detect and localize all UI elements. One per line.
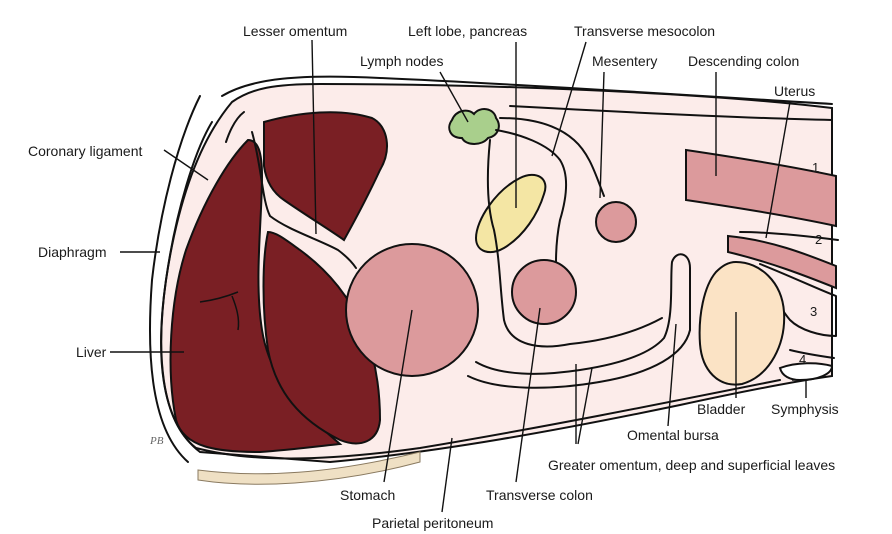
leader-parietal-peritoneum (441, 437, 453, 513)
leader-omental-bursa (667, 323, 677, 427)
liver-caudate-lobe (262, 230, 382, 445)
label-uterus: Uterus (774, 83, 815, 99)
pancreas (474, 173, 547, 254)
leader-mesentery (599, 71, 605, 199)
label-left-lobe-pancreas: Left lobe, pancreas (408, 23, 527, 39)
leader-lymph-nodes (439, 71, 469, 123)
leader-stomach (383, 309, 413, 483)
label-diaphragm: Diaphragm (38, 244, 106, 260)
uterus-upper-wall (509, 105, 833, 121)
label-descending-colon: Descending colon (688, 53, 799, 69)
label-stomach: Stomach (340, 487, 395, 503)
parietal-peritoneum-line (195, 379, 781, 460)
leader-coronary-ligament (163, 149, 209, 181)
region-2-pouch (739, 231, 839, 241)
skin-layer (197, 451, 421, 485)
label-omental-bursa: Omental bursa (627, 427, 719, 443)
transverse-mesocolon-line (495, 129, 568, 263)
region-number-3: 3 (810, 304, 817, 319)
region-number-2: 2 (815, 232, 822, 247)
label-coronary-ligament: Coronary ligament (28, 143, 142, 159)
diaphragm-inner-wall (160, 121, 213, 449)
leader-lesser-omentum (311, 39, 317, 235)
region-4-line (789, 349, 835, 359)
label-parietal-peritoneum: Parietal peritoneum (372, 515, 493, 531)
descending-colon (685, 148, 837, 228)
greater-omentum-superficial (467, 329, 691, 389)
label-bladder: Bladder (697, 401, 746, 417)
coronary-ligament-line (225, 111, 245, 143)
symphysis (778, 362, 834, 382)
body-wall-outer (148, 95, 201, 463)
leader-uterus (765, 101, 791, 239)
label-symphysis: Symphysis (771, 401, 839, 417)
leader-transverse-mesocolon (551, 41, 587, 157)
artist-signature: PB (149, 435, 164, 447)
label-mesentery: Mesentery (592, 53, 657, 69)
uterus (727, 234, 837, 290)
omental-bursa-loop (486, 139, 663, 348)
greater-omentum-deep (475, 253, 691, 375)
leader-transverse-colon (515, 307, 541, 483)
mesentery-loop (595, 201, 637, 243)
leader-symphysis (792, 379, 807, 398)
mesentery-line (499, 117, 605, 197)
liver-fissure (199, 291, 240, 331)
diaphragm-wall (221, 75, 833, 105)
liver-right-lobe (169, 138, 343, 454)
region-number-1: 1 (812, 160, 819, 175)
label-lymph-nodes: Lymph nodes (360, 53, 444, 69)
liver-left-lobe (263, 111, 388, 242)
label-greater-omentum: Greater omentum, deep and superficial le… (548, 457, 835, 473)
label-liver: Liver (76, 344, 107, 360)
region-number-4: 4 (799, 352, 806, 367)
lesser-omentum-line (251, 131, 357, 269)
bladder (698, 260, 786, 386)
transverse-colon (511, 259, 577, 325)
label-lesser-omentum: Lesser omentum (243, 23, 347, 39)
leader-greater-omentum-2 (577, 367, 593, 445)
label-transverse-colon: Transverse colon (486, 487, 593, 503)
label-transverse-mesocolon: Transverse mesocolon (574, 23, 715, 39)
